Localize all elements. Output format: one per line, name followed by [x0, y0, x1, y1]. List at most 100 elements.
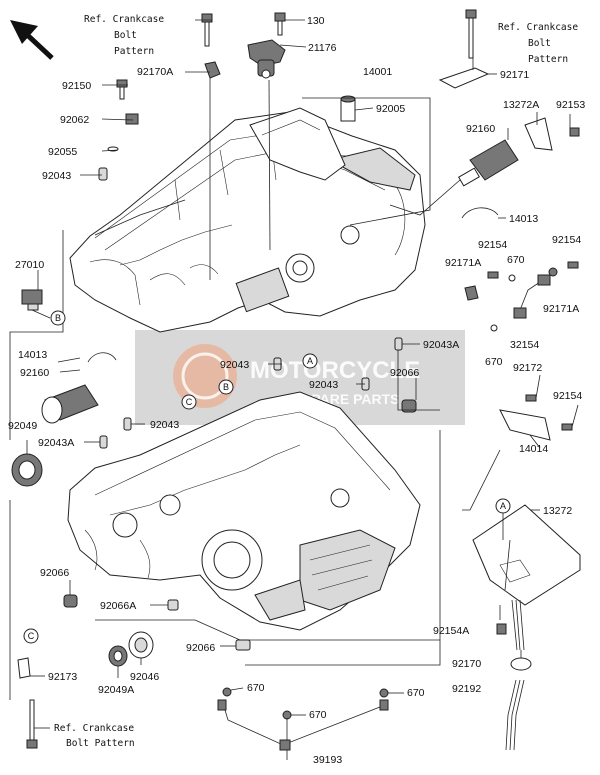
label-670-a: 670 — [507, 254, 525, 266]
label-92043-mid: 92043 — [220, 359, 249, 371]
callout-c-mid: C — [181, 394, 197, 410]
ref-crankcase-right: Ref. Crankcase Bolt Pattern — [498, 22, 578, 65]
bracket-13272A — [524, 117, 553, 151]
label-92066-bottom: 92066 — [186, 642, 215, 654]
callout-b-mid: B — [218, 379, 234, 395]
svg-text:Bolt: Bolt — [528, 38, 551, 49]
label-670-c: 670 — [247, 682, 265, 694]
ref-bolt-bottom — [26, 699, 38, 749]
callout-a-top: A — [302, 353, 318, 369]
clip-92171A-b — [548, 267, 558, 277]
svg-text:C: C — [186, 397, 193, 407]
label-92171A-a: 92171A — [445, 257, 481, 269]
label-670-e: 670 — [309, 709, 327, 721]
fitting-92005 — [340, 95, 356, 122]
label-92170A: 92170A — [137, 66, 173, 78]
lower-crankcase — [67, 391, 421, 631]
dowel-92043-tl — [98, 167, 108, 181]
sensor-21176 — [247, 39, 286, 79]
upper-crankcase — [69, 111, 426, 333]
label-14013-right: 14013 — [509, 213, 538, 225]
svg-text:A: A — [500, 501, 506, 511]
label-14001: 14001 — [363, 66, 392, 78]
bolt-92154-b — [567, 261, 579, 269]
bracket-92173 — [17, 657, 31, 679]
seal-92049A — [108, 645, 128, 667]
label-92160-left: 92160 — [20, 367, 49, 379]
label-13272A: 13272A — [503, 99, 539, 111]
svg-text:B: B — [55, 313, 61, 323]
label-92154-a: 92154 — [478, 239, 507, 251]
svg-text:Ref. Crankcase: Ref. Crankcase — [498, 22, 578, 33]
oring-670-e — [282, 710, 292, 720]
bolt-130 — [274, 12, 286, 36]
label-670-d: 670 — [407, 687, 425, 699]
svg-text:Bolt: Bolt — [114, 30, 137, 41]
leader-lines — [9, 19, 579, 760]
switch-27010 — [21, 289, 43, 311]
hose-92192 — [505, 599, 525, 751]
label-130: 130 — [307, 15, 325, 27]
label-92043-mid2: 92043 — [309, 379, 338, 391]
label-92049A: 92049A — [98, 684, 134, 696]
label-92160-right: 92160 — [466, 123, 495, 135]
dowel-92043A-right — [394, 337, 403, 351]
svg-text:Ref. Crankcase: Ref. Crankcase — [84, 14, 164, 25]
label-14013-left: 14013 — [18, 349, 47, 361]
part-labels: 130 21176 92170A 92150 14001 92171 92005… — [8, 15, 585, 766]
label-92154A: 92154A — [433, 625, 469, 637]
label-92066-right: 92066 — [390, 367, 419, 379]
label-92154-b: 92154 — [552, 234, 581, 246]
fitting-92062 — [125, 113, 139, 125]
plug-92066-right — [401, 399, 417, 413]
svg-text:Pattern: Pattern — [114, 46, 154, 57]
front-arrow-icon — [10, 20, 54, 60]
plug-92066-left — [63, 594, 78, 608]
oring-670-d — [379, 688, 389, 698]
label-13272: 13272 — [543, 505, 572, 517]
seal-14013-right — [461, 207, 499, 219]
ref-crankcase-bottom: Ref. Crankcase Bolt Pattern — [54, 723, 135, 749]
bolt-92154-a — [487, 271, 499, 279]
label-14014: 14014 — [519, 443, 548, 455]
label-92192: 92192 — [452, 683, 481, 695]
ref-bolt-right — [465, 9, 477, 59]
pipe-39193 — [217, 699, 389, 751]
clamp-92170A — [204, 61, 221, 79]
label-92066-left: 92066 — [40, 567, 69, 579]
label-670-b: 670 — [485, 356, 503, 368]
breather-cover-14001 — [249, 107, 346, 181]
label-92172: 92172 — [513, 362, 542, 374]
label-92170: 92170 — [452, 658, 481, 670]
svg-text:Bolt Pattern: Bolt Pattern — [66, 738, 135, 749]
bolt-92154-c — [561, 423, 573, 431]
bearing-92046 — [128, 631, 154, 659]
plate-13272 — [472, 504, 581, 606]
label-92154-c: 92154 — [553, 390, 582, 402]
label-92043-tl: 92043 — [42, 170, 71, 182]
label-92055: 92055 — [48, 146, 77, 158]
seal-14013-left — [87, 352, 117, 363]
svg-text:C: C — [28, 631, 35, 641]
shaft-92160-right — [458, 139, 519, 187]
label-27010: 27010 — [15, 259, 44, 271]
label-92171A-b: 92171A — [543, 303, 579, 315]
callout-a-right: A — [495, 498, 511, 514]
label-92153: 92153 — [556, 99, 585, 111]
label-21176: 21176 — [308, 42, 337, 54]
clamp-92171 — [438, 67, 490, 89]
label-92171: 92171 — [500, 69, 529, 81]
bolt-92153 — [569, 127, 580, 137]
label-92043-left: 92043 — [150, 419, 179, 431]
ref-bolt-top — [201, 13, 213, 47]
plate-14014 — [499, 409, 551, 441]
callout-b-left: B — [50, 310, 66, 326]
label-92066A: 92066A — [100, 600, 136, 612]
label-39193: 39193 — [313, 754, 342, 766]
clamp-92170 — [510, 657, 532, 671]
svg-text:B: B — [223, 382, 229, 392]
label-92150: 92150 — [62, 80, 91, 92]
dowel-92043A-left — [99, 435, 108, 449]
